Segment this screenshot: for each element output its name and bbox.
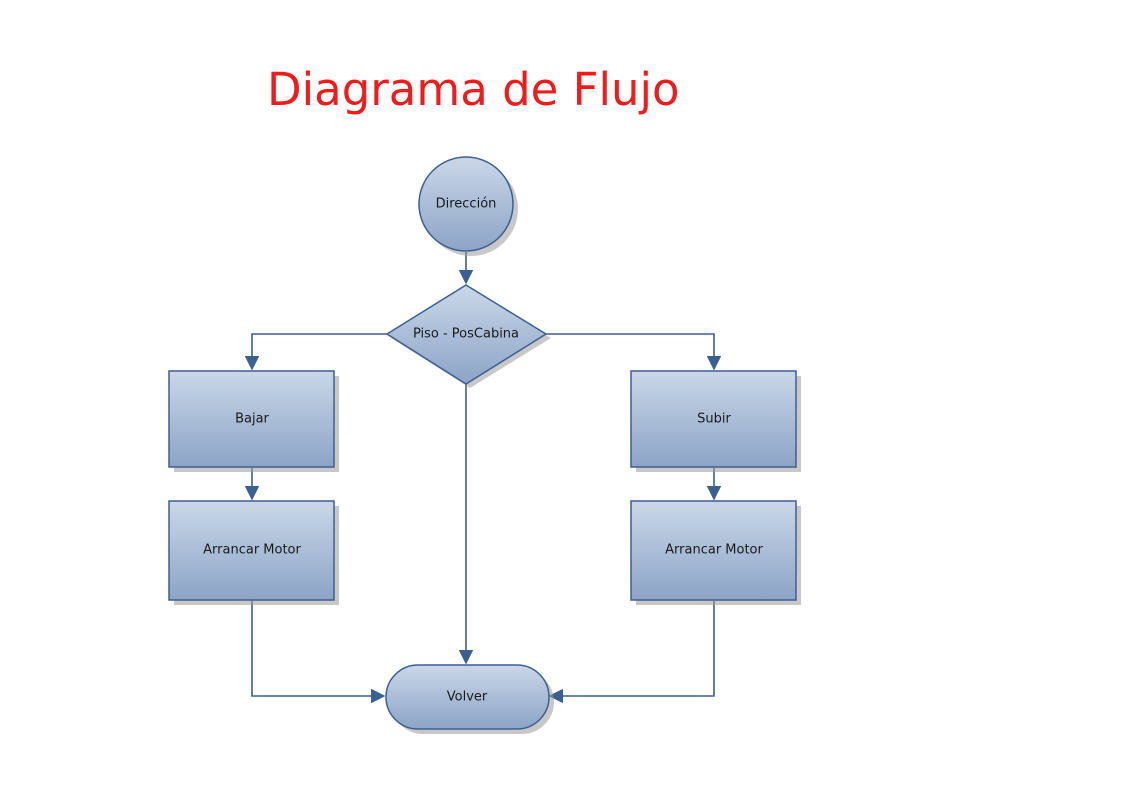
start-node-label: Dirección: [436, 197, 497, 212]
process-subir-label: Subir: [697, 412, 731, 427]
start-node: Dirección: [418, 156, 518, 256]
process-subir: Subir: [630, 370, 801, 472]
connector-left-motor-to-volver: [251, 601, 386, 704]
connector-decision-to-subir: [545, 333, 722, 371]
process-right-motor-label: Arrancar Motor: [665, 543, 763, 558]
process-right-motor: Arrancar Motor: [630, 500, 801, 605]
connectors: [244, 252, 722, 704]
decision-node-label: Piso - PosCabina: [413, 327, 519, 342]
decision-node: Piso - PosCabina: [385, 284, 551, 388]
page-title: Diagrama de Flujo: [267, 63, 680, 116]
end-node: Volver: [385, 664, 554, 734]
end-node-label: Volver: [447, 690, 488, 705]
process-left-motor: Arrancar Motor: [168, 500, 339, 605]
process-bajar-label: Bajar: [235, 412, 269, 427]
connector-right-motor-to-volver: [548, 601, 715, 704]
process-left-motor-label: Arrancar Motor: [203, 543, 301, 558]
connector-decision-to-bajar: [244, 333, 387, 371]
process-bajar: Bajar: [168, 370, 339, 472]
